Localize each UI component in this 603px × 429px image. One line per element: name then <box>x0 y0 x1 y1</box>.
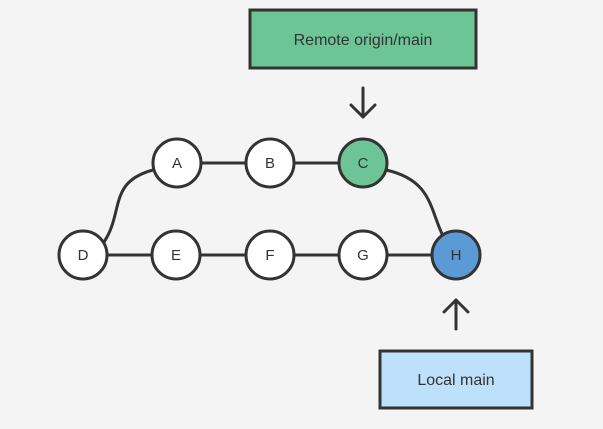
commit-b: B <box>244 137 296 189</box>
local-label-text: Local main <box>417 372 494 389</box>
commit-g-label: G <box>357 247 369 264</box>
commit-a: A <box>151 137 203 189</box>
commit-d: D <box>57 229 109 281</box>
local-branch-pointer: Local main <box>378 298 534 410</box>
edge-d-a <box>102 168 154 243</box>
down-arrow-icon <box>349 86 377 119</box>
remote-label-text: Remote origin/main <box>294 32 433 49</box>
commit-d-label: D <box>78 247 89 264</box>
local-label-box <box>378 349 534 410</box>
commit-b-label: B <box>265 155 275 172</box>
commit-g: G <box>337 229 389 281</box>
commit-e-label: E <box>171 247 181 264</box>
up-arrow-icon <box>442 298 470 331</box>
commit-c: C <box>337 137 389 189</box>
edge-c-h <box>385 168 445 237</box>
remote-label-box <box>248 8 478 70</box>
commit-c-label: C <box>358 155 369 172</box>
commit-e: E <box>150 229 202 281</box>
remote-branch-pointer: Remote origin/main <box>248 8 478 119</box>
commit-h: H <box>430 229 482 281</box>
commit-f: F <box>244 229 296 281</box>
commit-edges <box>102 161 445 257</box>
commit-f-label: F <box>265 247 274 264</box>
commit-h-label: H <box>451 247 462 264</box>
commit-nodes: A B C D E F G H <box>57 137 482 281</box>
commit-a-label: A <box>172 155 182 172</box>
